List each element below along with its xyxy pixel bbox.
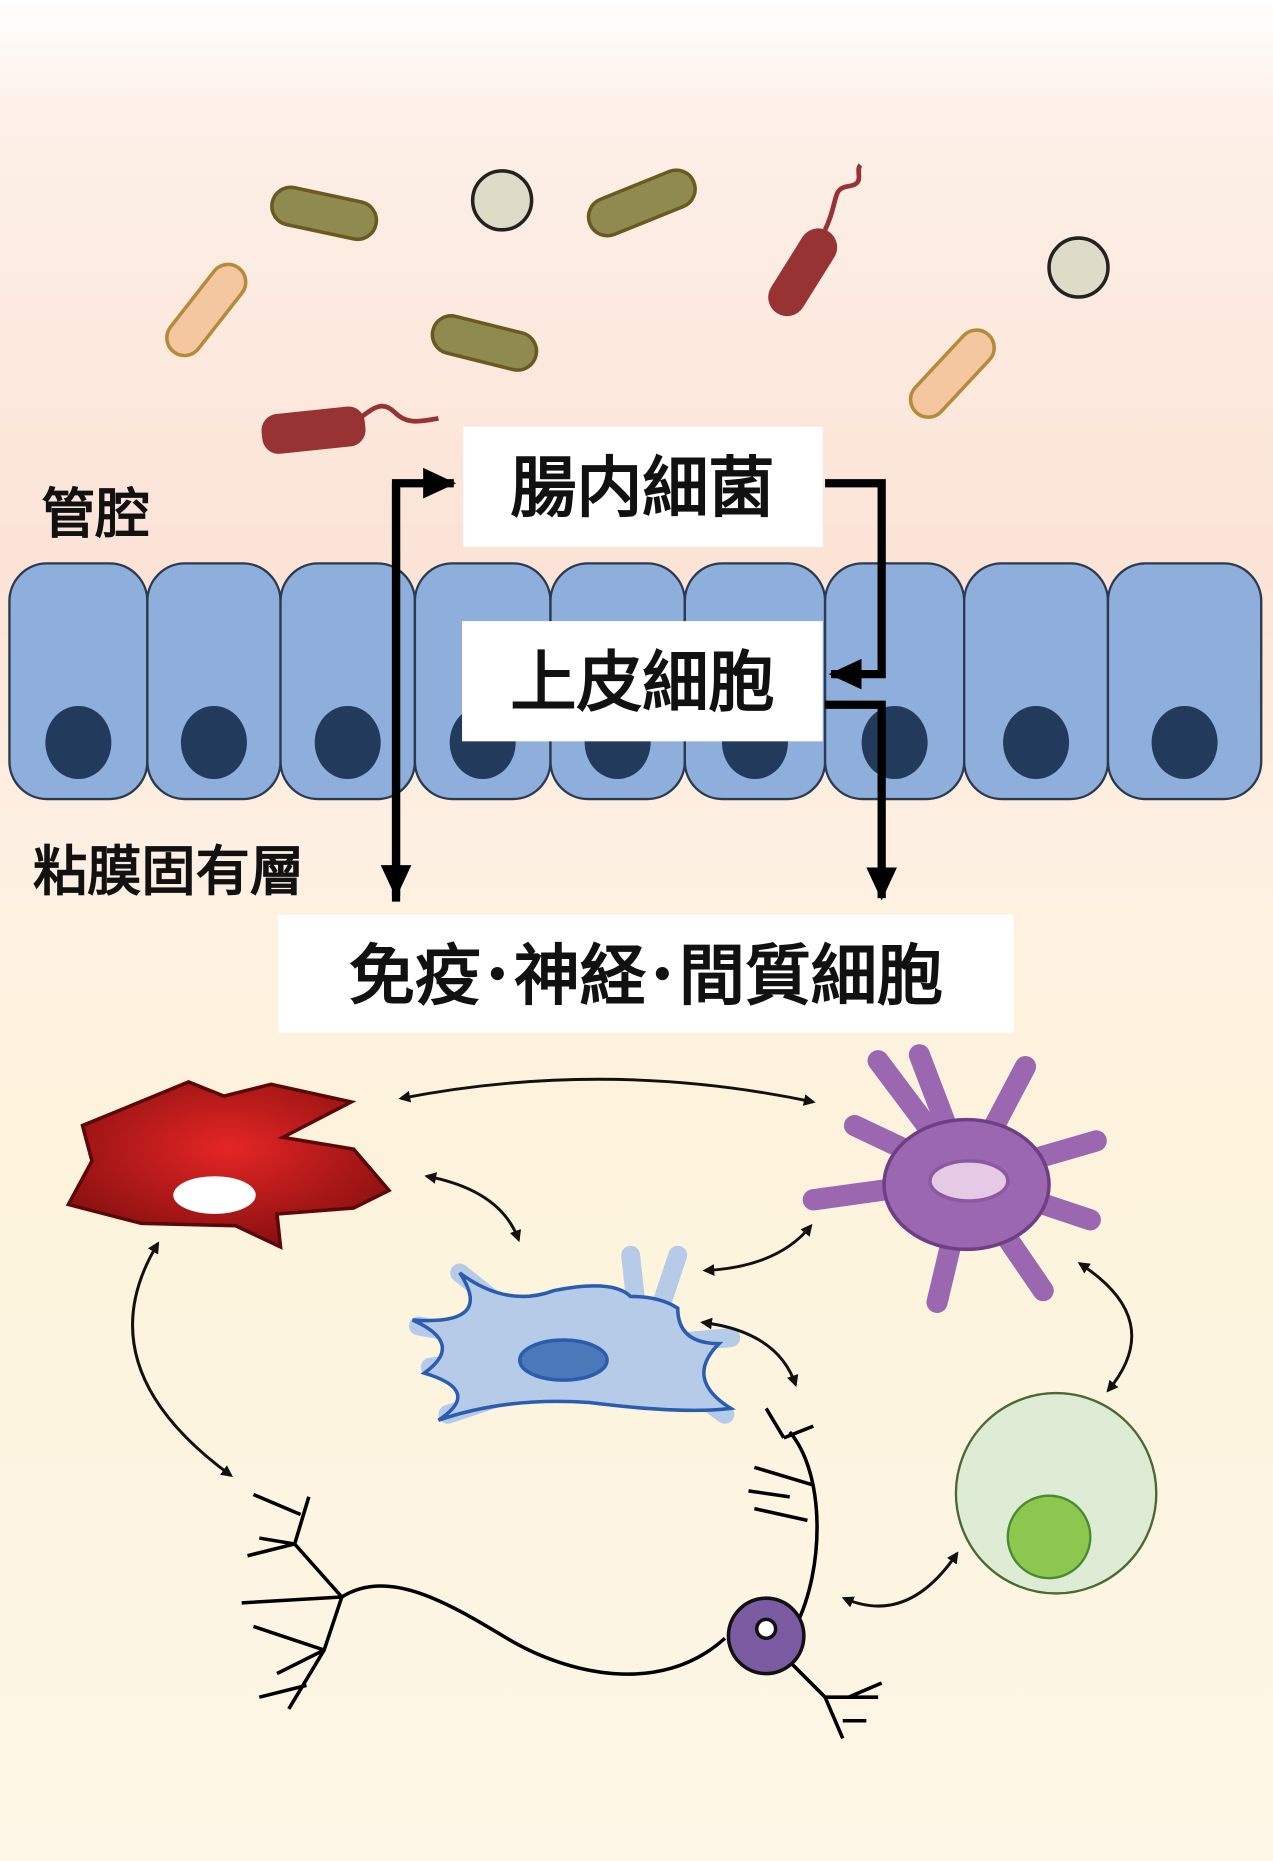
lumen-label: 管腔 xyxy=(41,483,149,546)
rod-bacterium xyxy=(165,262,248,358)
nucleus xyxy=(1151,705,1218,780)
neuron xyxy=(241,1407,883,1740)
arrow-epithelium-to-lamina xyxy=(825,700,897,901)
flagellated-bacterium xyxy=(261,403,439,454)
epithelial-cell xyxy=(1106,562,1263,801)
rod-bacterium xyxy=(586,168,697,238)
gut-bacteria-box: 腸内細菌 xyxy=(463,426,823,547)
rod-bacterium xyxy=(430,314,539,372)
nucleus xyxy=(180,705,247,780)
red-cell xyxy=(65,1080,392,1250)
lamina-propria-label: 粘膜固有層 xyxy=(33,840,304,903)
rod-bacterium xyxy=(270,185,379,242)
coccus-bacterium xyxy=(470,169,534,232)
gut-bacteria-label: 腸内細菌 xyxy=(510,449,774,526)
green-cell xyxy=(954,1391,1158,1595)
nucleus xyxy=(45,705,112,780)
epithelial-cells-box: 上皮細胞 xyxy=(462,621,823,742)
immune-neural-stromal-box: 免疫･神経･間質細胞 xyxy=(278,914,1014,1033)
main-arrows xyxy=(380,467,897,902)
epithelial-cell xyxy=(963,562,1110,801)
immune-neural-stromal-label: 免疫･神経･間質細胞 xyxy=(349,937,943,1014)
rod-bacterium xyxy=(908,328,996,419)
nucleus xyxy=(1003,705,1070,780)
epithelial-cells-label: 上皮細胞 xyxy=(510,644,774,721)
nucleus xyxy=(861,705,928,780)
purple-dendritic-cell xyxy=(802,1044,1107,1313)
flagellated-bacterium xyxy=(768,163,863,317)
coccus-bacterium xyxy=(1047,236,1110,299)
blue-glial-cell xyxy=(409,1245,741,1424)
epithelial-cell xyxy=(823,562,966,801)
interaction-arrows xyxy=(131,1077,1134,1608)
epithelial-cell xyxy=(8,562,149,801)
epithelial-cell xyxy=(279,562,417,801)
arrow-bacteria-to-epithelium xyxy=(825,479,886,690)
nucleus xyxy=(314,705,381,780)
gut-bacteria-illustration xyxy=(165,163,1110,454)
epithelial-cell xyxy=(146,562,282,801)
